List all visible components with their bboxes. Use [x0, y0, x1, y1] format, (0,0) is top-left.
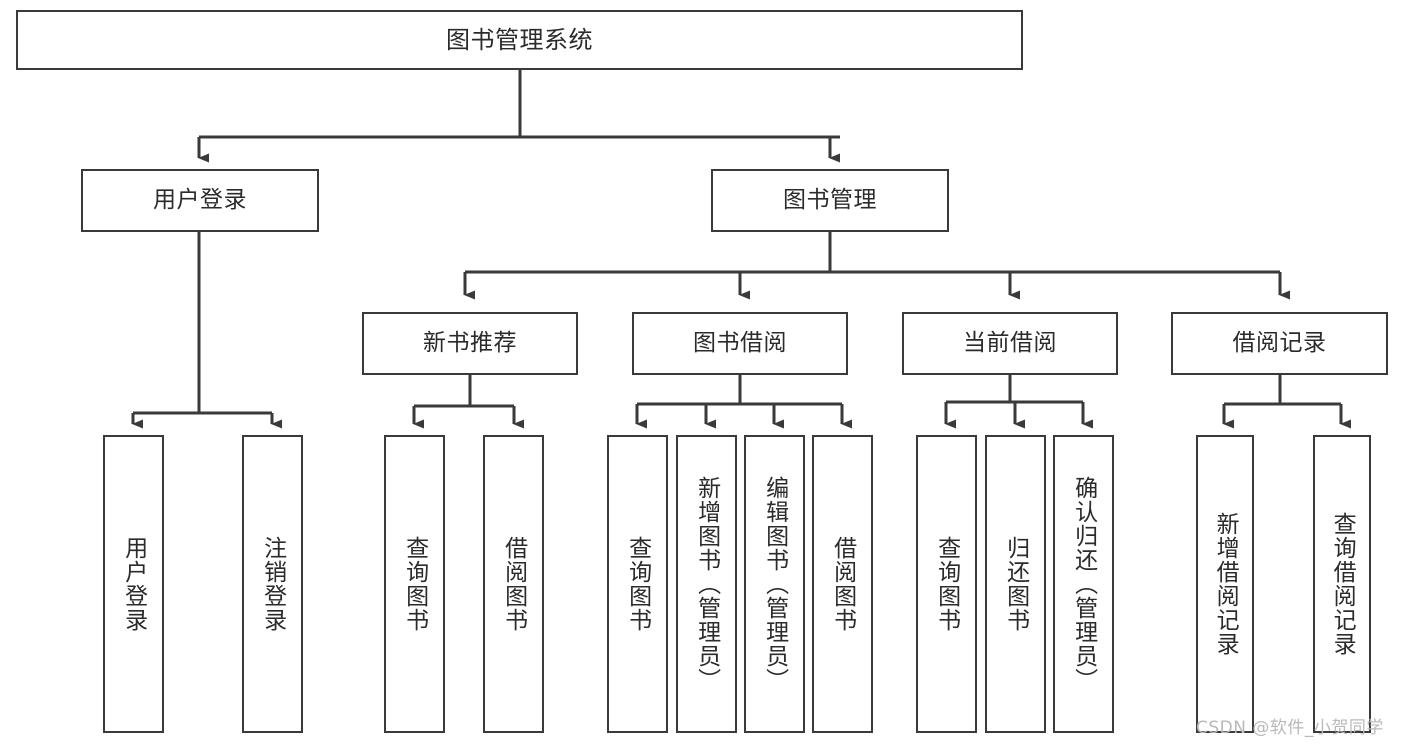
node-new-book-recommend[interactable]: 新书推荐	[362, 312, 578, 375]
node-label: 注销登录	[259, 536, 286, 632]
node-label: 图书管理系统	[446, 25, 593, 54]
node-label: 查询图书	[401, 536, 428, 632]
node-label: 用户登录	[120, 536, 147, 632]
leaf-borrow-add-book[interactable]: 新增图书（管理员）	[676, 435, 737, 733]
node-book-management[interactable]: 图书管理	[711, 169, 949, 232]
node-label: 新增借阅记录	[1212, 512, 1239, 656]
node-label: 归还图书	[1002, 536, 1029, 632]
node-current-borrow[interactable]: 当前借阅	[902, 312, 1118, 375]
node-borrow-record[interactable]: 借阅记录	[1171, 312, 1388, 375]
leaf-current-return-book[interactable]: 归还图书	[985, 435, 1046, 733]
leaf-new-book-borrow[interactable]: 借阅图书	[483, 435, 544, 733]
node-label: 图书借阅	[693, 329, 787, 356]
node-label: 新书推荐	[423, 329, 517, 356]
leaf-user-login[interactable]: 用户登录	[103, 435, 164, 733]
node-label: 当前借阅	[963, 329, 1057, 356]
leaf-logout[interactable]: 注销登录	[242, 435, 303, 733]
node-label: 用户登录	[153, 186, 247, 213]
leaf-current-confirm-return[interactable]: 确认归还（管理员）	[1053, 435, 1114, 733]
node-label: 借阅图书	[500, 536, 527, 632]
node-root-system[interactable]: 图书管理系统	[16, 10, 1023, 70]
node-user-login[interactable]: 用户登录	[81, 169, 319, 232]
node-book-borrow[interactable]: 图书借阅	[632, 312, 848, 375]
node-label: 借阅记录	[1232, 329, 1327, 356]
leaf-new-book-query[interactable]: 查询图书	[384, 435, 445, 733]
node-label: 查询图书	[933, 536, 960, 632]
node-label: 查询借阅记录	[1329, 512, 1356, 656]
node-label: 确认归还（管理员）	[1070, 476, 1097, 692]
leaf-record-add[interactable]: 新增借阅记录	[1196, 435, 1254, 733]
node-label: 查询图书	[624, 536, 651, 632]
node-label: 编辑图书（管理员）	[761, 476, 788, 692]
node-label: 借阅图书	[829, 536, 856, 632]
leaf-record-query[interactable]: 查询借阅记录	[1313, 435, 1371, 733]
leaf-current-query-book[interactable]: 查询图书	[916, 435, 977, 733]
leaf-borrow-borrow-book[interactable]: 借阅图书	[812, 435, 873, 733]
node-label: 图书管理	[783, 186, 877, 213]
leaf-borrow-query-book[interactable]: 查询图书	[607, 435, 668, 733]
node-label: 新增图书（管理员）	[693, 476, 720, 692]
leaf-borrow-edit-book[interactable]: 编辑图书（管理员）	[744, 435, 805, 733]
